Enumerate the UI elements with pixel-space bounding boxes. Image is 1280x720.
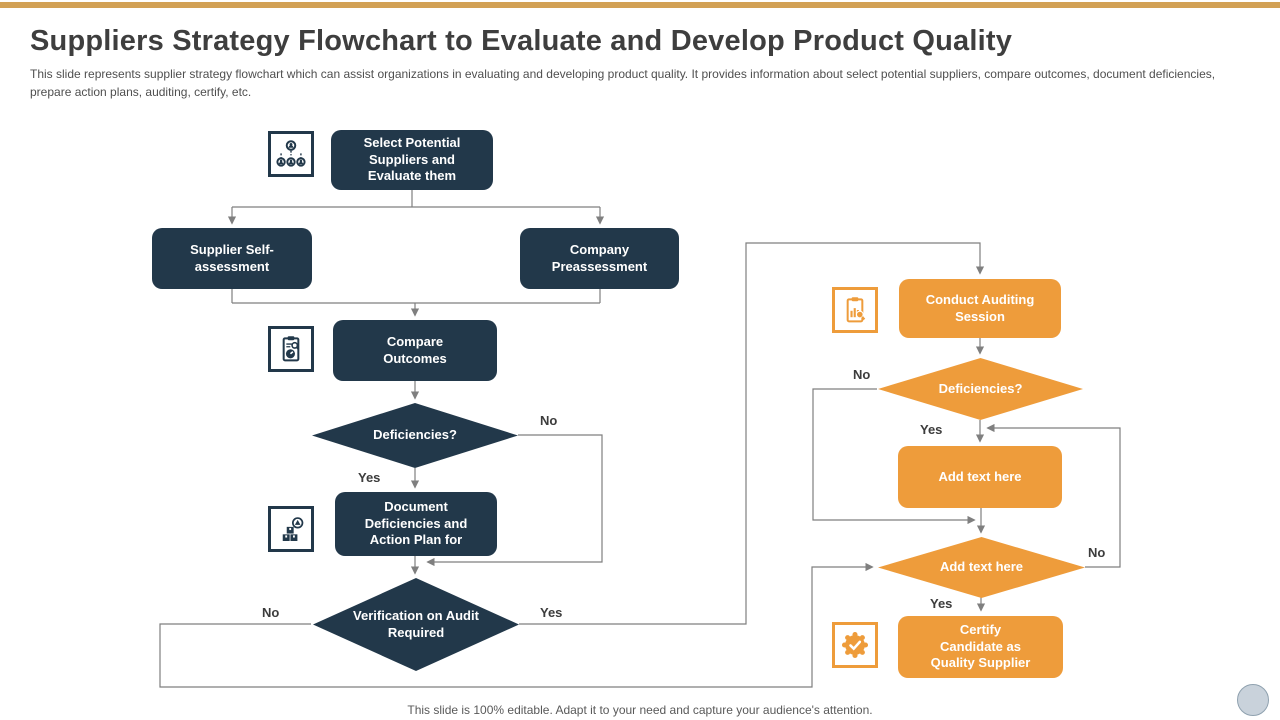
damaged-goods-warning-icon — [268, 506, 314, 552]
top-accent-bar — [0, 2, 1280, 8]
branch-label-no: No — [1088, 545, 1106, 560]
node-conduct-auditing-session: Conduct Auditing Session — [899, 279, 1061, 338]
branch-label-yes: Yes — [930, 596, 953, 611]
corner-circle — [1237, 684, 1269, 716]
editable-note: This slide is 100% editable. Adapt it to… — [407, 703, 873, 717]
audit-report-icon — [832, 287, 878, 333]
node-compare-outcomes: Compare Outcomes — [333, 320, 497, 381]
certified-badge-icon — [832, 622, 878, 668]
branch-label-no: No — [853, 367, 871, 382]
node-supplier-self-assessment: Supplier Self-assessment — [152, 228, 312, 289]
branch-label-no: No — [540, 413, 558, 428]
branch-label-yes: Yes — [358, 470, 381, 485]
hierarchy-icon — [268, 131, 314, 177]
branch-label-no: No — [262, 605, 280, 620]
node-document-deficiencies: Document Deficiencies and Action Plan fo… — [335, 492, 497, 556]
branch-label-yes: Yes — [920, 422, 943, 437]
node-certify-candidate: Certify Candidate as Quality Supplier — [898, 616, 1063, 678]
node-company-preassessment: Company Preassessment — [520, 228, 679, 289]
branch-label-yes: Yes — [540, 605, 563, 620]
page-title: Suppliers Strategy Flowchart to Evaluate… — [30, 25, 1013, 57]
slide-description: This slide represents supplier strategy … — [30, 67, 1216, 99]
node-add-text-here: Add text here — [898, 446, 1062, 508]
audit-checklist-icon — [268, 326, 314, 372]
node-select-potential-suppliers: Select Potential Suppliers and Evaluate … — [331, 130, 493, 190]
